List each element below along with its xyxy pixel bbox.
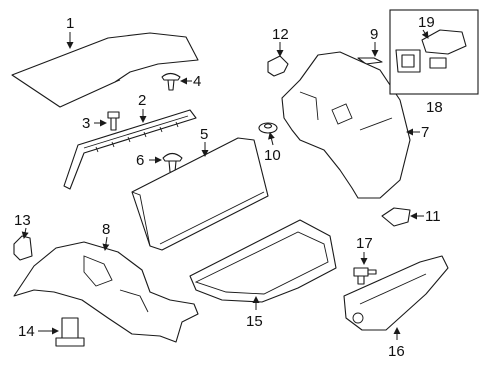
- trim-strip: [63, 109, 197, 190]
- callout-8: 8: [102, 221, 110, 238]
- callout-16: 16: [388, 343, 405, 360]
- callout-1: 1: [66, 15, 74, 32]
- bracket-12: [267, 55, 289, 77]
- callout-6: 6: [136, 152, 144, 169]
- quarter-inner-panel: [13, 241, 199, 343]
- leader-10: [268, 132, 275, 146]
- grommet-10: [258, 122, 278, 134]
- callout-4: 4: [193, 73, 201, 90]
- fastener-17: [353, 267, 377, 285]
- callout-labels: 1 2 3 4 5 6 7 8 9 10 11 12 13 14 15 16 1…: [14, 14, 443, 360]
- sill-plate: [343, 255, 449, 331]
- clip-14: [55, 317, 85, 347]
- callout-5: 5: [200, 126, 208, 143]
- callout-18: 18: [426, 99, 443, 116]
- callout-15: 15: [246, 313, 263, 330]
- callout-11: 11: [425, 208, 441, 225]
- bolt-3: [107, 111, 120, 131]
- callout-12: 12: [272, 26, 289, 43]
- package-tray: [11, 32, 199, 108]
- bracket-13: [13, 235, 33, 261]
- bracket-11: [381, 207, 411, 227]
- leader-19: [421, 29, 429, 39]
- leader-8: [102, 236, 110, 251]
- callout-3: 3: [82, 115, 90, 132]
- callout-9: 9: [370, 26, 378, 43]
- trunk-floor-mat: [189, 219, 337, 303]
- callout-7: 7: [421, 124, 429, 141]
- callout-10: 10: [264, 147, 281, 164]
- push-clip-4: [161, 72, 181, 91]
- trunk-front-trim: [131, 137, 269, 251]
- inset-box: [389, 9, 479, 95]
- callout-17: 17: [356, 235, 373, 252]
- leader-13: [21, 227, 29, 239]
- callout-14: 14: [18, 323, 35, 340]
- callout-2: 2: [138, 92, 146, 109]
- side-trim-panel: [281, 51, 411, 199]
- callout-13: 13: [14, 212, 31, 229]
- callout-19: 19: [418, 14, 435, 31]
